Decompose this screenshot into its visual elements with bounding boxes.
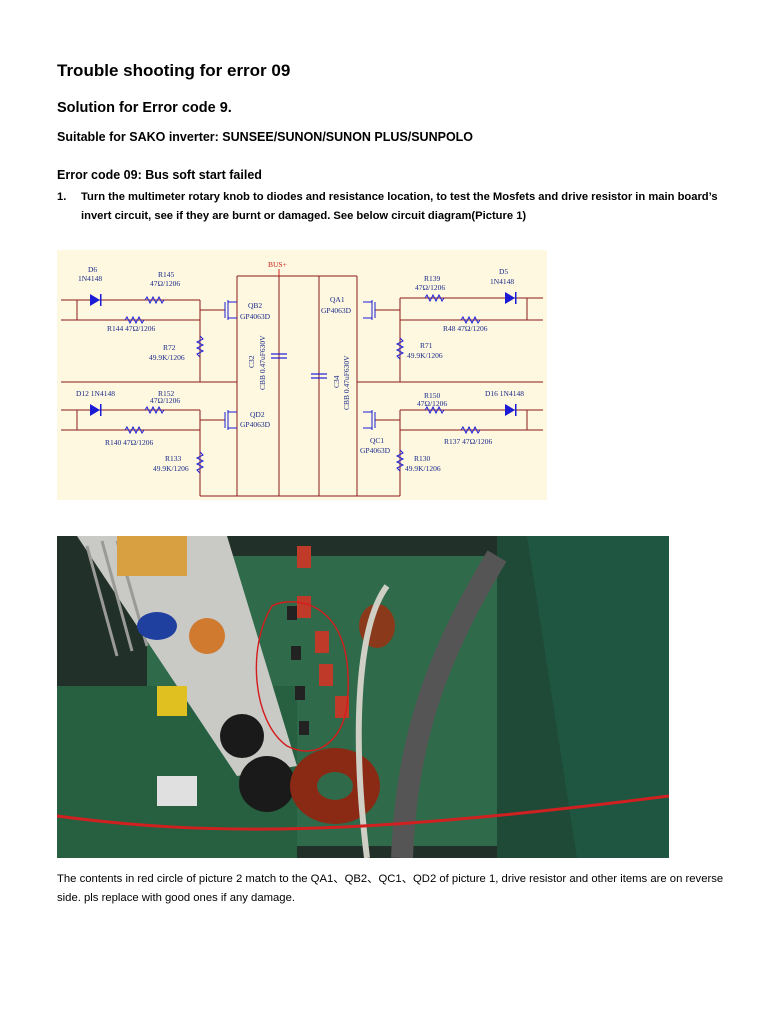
capacitor-c32-icon [271, 353, 287, 359]
cable-white [355, 584, 390, 858]
step-1-number: 1. [57, 191, 67, 203]
label-r71: R71 [420, 341, 433, 350]
resistor-r145-icon [144, 295, 165, 305]
label-r139-val: 47Ω/1206 [415, 283, 445, 292]
capacitor-symbols [271, 353, 327, 379]
resistor-r150-icon [424, 405, 445, 415]
mosfet-qd2-icon [224, 410, 237, 430]
transformer [117, 536, 187, 576]
label-r152: R152 [158, 389, 175, 398]
resistor-r137-icon [460, 425, 481, 435]
toroid-small [189, 618, 225, 654]
circuit-wires [61, 275, 543, 497]
label-d12: D12 1N4148 [76, 389, 115, 398]
label-r152-val: 47Ω/1206 [150, 396, 180, 405]
board-photo-svg [57, 536, 669, 858]
label-d6-part: 1N4148 [78, 274, 102, 283]
label-r72: R72 [163, 343, 176, 352]
label-r130-val: 49.9K/1206 [405, 464, 441, 473]
label-r139: R139 [424, 274, 441, 283]
label-r150: R150 [424, 391, 441, 400]
mosfet-qc1-icon [363, 410, 376, 430]
capacitor-c34-icon [311, 373, 327, 379]
label-r72-val: 49.9K/1206 [149, 353, 185, 362]
label-qb2: QB2 [248, 301, 262, 310]
resistor-r72-icon [195, 335, 205, 358]
resistor-symbols [124, 293, 481, 474]
label-r71-val: 49.9K/1206 [407, 351, 443, 360]
diode-d16-icon [505, 404, 515, 416]
capacitor-blue [137, 612, 177, 640]
capacitor-black-2 [239, 756, 295, 812]
resistor-r130-icon [395, 449, 405, 472]
label-r145: R145 [158, 270, 175, 279]
label-c34: C34 [332, 375, 341, 388]
document-subtitle: Solution for Error code 9. [57, 100, 232, 116]
label-r145-val: 47Ω/1206 [150, 279, 180, 288]
cable-black [391, 550, 507, 858]
diode-d5-icon [505, 292, 515, 304]
label-r48: R48 47Ω/1206 [443, 324, 488, 333]
mosfet-symbols [224, 300, 376, 430]
circuit-diagram-svg: BUS+ [61, 260, 543, 497]
suitable-models: Suitable for SAKO inverter: SUNSEE/SUNON… [57, 130, 474, 144]
footer-paragraph: The contents in red circle of picture 2 … [57, 873, 724, 904]
resistor-r152-icon [144, 405, 165, 415]
label-c32: C32 [247, 355, 256, 368]
error-heading: Error code 09: Bus soft start failed [57, 168, 262, 182]
resistor-r140-icon [124, 425, 145, 435]
label-qc1: QC1 [370, 436, 384, 445]
label-r133: R133 [165, 454, 182, 463]
label-r144: R144 47Ω/1206 [107, 324, 156, 333]
capacitor-black-1 [220, 714, 264, 758]
mosfet-qb2-icon [224, 300, 237, 320]
label-r133-val: 49.9K/1206 [153, 464, 189, 473]
label-qb2-part: GP4063D [240, 312, 271, 321]
red-annotation-circle [255, 601, 349, 752]
circuit-diagram: BUS+ [57, 250, 547, 500]
label-qa1: QA1 [330, 295, 345, 304]
label-qc1-part: GP4063D [360, 446, 391, 455]
diode-d12-icon [90, 404, 100, 416]
label-d6: D6 [88, 265, 97, 274]
board-photo [57, 536, 669, 858]
resistor-r144-icon [124, 315, 145, 325]
label-r137: R137 47Ω/1206 [444, 437, 493, 446]
step-1-text: Turn the multimeter rotary knob to diode… [81, 191, 718, 222]
label-qa1-part: GP4063D [321, 306, 352, 315]
label-r130: R130 [414, 454, 431, 463]
diode-symbols [90, 292, 517, 416]
label-qd2-part: GP4063D [240, 420, 271, 429]
label-d16: D16 1N4148 [485, 389, 524, 398]
resistor-r71-icon [395, 337, 405, 360]
document-title: Trouble shooting for error 09 [57, 61, 291, 80]
bus-label: BUS+ [268, 260, 287, 269]
diode-d6-icon [90, 294, 100, 306]
label-c32-val: CBB 0.47uF630V [258, 335, 267, 390]
label-r150-val: 47Ω/1206 [417, 399, 447, 408]
resistor-r139-icon [424, 293, 445, 303]
label-r140: R140 47Ω/1206 [105, 438, 154, 447]
label-c34-val: CBB 0.47uF630V [342, 355, 351, 410]
label-d5-part: 1N4148 [490, 277, 514, 286]
resistor-r133-icon [195, 451, 205, 474]
label-d5: D5 [499, 267, 508, 276]
resistor-r48-icon [460, 315, 481, 325]
label-qd2: QD2 [250, 410, 265, 419]
mosfet-qa1-icon [363, 300, 376, 320]
